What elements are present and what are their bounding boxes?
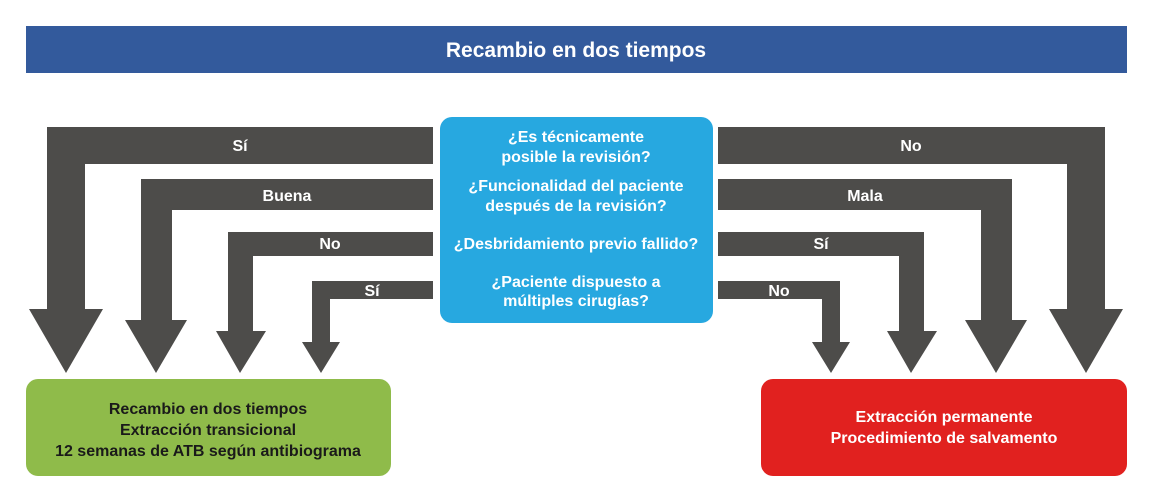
right-label-3: Sí bbox=[813, 236, 829, 253]
diagram-title: Recambio en dos tiempos bbox=[446, 39, 706, 62]
left-label-4: Sí bbox=[364, 283, 380, 300]
question-2-line-2: después de la revisión? bbox=[485, 198, 666, 215]
question-1-line-2: posible la revisión? bbox=[501, 149, 650, 166]
question-4-line-1: ¿Paciente dispuesto a bbox=[492, 274, 661, 291]
left-outcome-line-2: Extracción transicional bbox=[120, 422, 296, 439]
question-4-line-2: múltiples cirugías? bbox=[503, 293, 649, 310]
arrow-left-2 bbox=[125, 179, 433, 373]
positive-outcome-box bbox=[26, 379, 391, 476]
arrow-left-3 bbox=[216, 232, 433, 373]
right-label-2: Mala bbox=[847, 188, 883, 205]
right-label-4: No bbox=[768, 283, 790, 300]
left-outcome-line-3: 12 semanas de ATB según antibiograma bbox=[55, 443, 361, 460]
right-label-1: No bbox=[900, 138, 922, 155]
arrow-right-3 bbox=[718, 232, 937, 373]
question-3: ¿Desbridamiento previo fallido? bbox=[454, 236, 698, 253]
right-outcome-line-2: Procedimiento de salvamento bbox=[831, 430, 1058, 447]
title-bar bbox=[26, 26, 1127, 73]
question-2-line-1: ¿Funcionalidad del paciente bbox=[468, 178, 683, 195]
left-label-1: Sí bbox=[232, 138, 248, 155]
question-1-line-1: ¿Es técnicamente bbox=[508, 129, 644, 146]
arrow-right-1 bbox=[718, 127, 1123, 373]
left-outcome-line-1: Recambio en dos tiempos bbox=[109, 401, 307, 418]
arrow-right-4 bbox=[718, 281, 850, 373]
arrow-right-2 bbox=[718, 179, 1027, 373]
right-outcome-line-1: Extracción permanente bbox=[856, 409, 1033, 426]
left-label-3: No bbox=[319, 236, 341, 253]
left-label-2: Buena bbox=[263, 188, 312, 205]
arrow-left-4 bbox=[302, 281, 433, 373]
negative-outcome-box bbox=[761, 379, 1127, 476]
question-box bbox=[440, 117, 713, 323]
arrow-left-1 bbox=[29, 127, 433, 373]
